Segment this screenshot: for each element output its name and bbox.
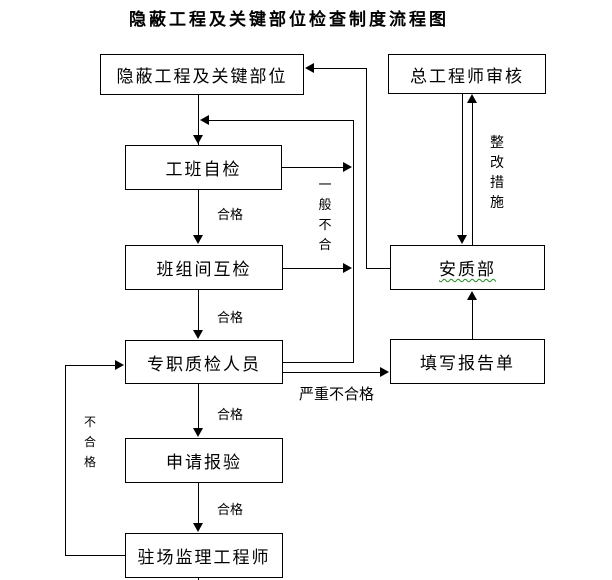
page-title: 隐蔽工程及关键部位检查制度流程图 [129, 10, 449, 29]
node-quality-inspector: 专职质检人员 [125, 340, 283, 384]
connector-chief-down [462, 94, 463, 236]
label-pass-1: 合格 [217, 207, 244, 222]
connector-safety-left [366, 268, 390, 269]
connector-interteam-to-bus [283, 268, 344, 269]
label-pass-2: 合格 [217, 310, 244, 325]
arrowhead-into-inspector-left-icon [115, 360, 124, 370]
node-team-self-check-label: 工班自检 [165, 160, 242, 179]
connector-apply-supervisor [198, 483, 199, 524]
connector-safety-to-hiddenworks [310, 68, 366, 69]
label-severe-fail: 严重不合格 [299, 387, 375, 403]
connector-supervisor-left [65, 555, 125, 556]
node-apply-inspection-label: 申请报验 [166, 453, 242, 472]
connector-supervisor-stub [198, 578, 199, 580]
node-inter-team-check: 班组间互检 [125, 245, 283, 290]
connector-safety-up-to-chief [472, 103, 473, 245]
node-apply-inspection: 申请报验 [125, 438, 283, 483]
connector-inspector-to-bus [283, 362, 354, 363]
arrowhead-into-apply-icon [193, 428, 203, 437]
label-general-fail: 一般不合 [318, 177, 332, 252]
arrowhead-into-inspector-icon [193, 330, 203, 339]
node-hidden-works: 隐蔽工程及关键部位 [100, 54, 304, 95]
arrowhead-into-report-icon [380, 367, 389, 377]
node-chief-engineer-review: 总工程师审核 [388, 54, 546, 94]
label-pass-3: 合格 [217, 407, 244, 422]
connector-safety-up [366, 68, 367, 269]
arrowhead-interteam-bus-icon [343, 263, 352, 273]
connector-rework-top [202, 120, 353, 121]
connector-inspector-report [283, 372, 380, 373]
arrowhead-into-inter-team-icon [193, 235, 203, 244]
node-chief-engineer-review-label: 总工程师审核 [410, 66, 524, 86]
connector-rework-bus [353, 120, 354, 363]
node-fill-report: 填写报告单 [390, 339, 545, 384]
connector-selfcheck-interteam [198, 190, 199, 236]
arrowhead-into-team-self-check-icon [193, 135, 203, 144]
connector-report-safety [472, 299, 473, 339]
connector-interteam-inspector [198, 290, 199, 331]
node-safety-quality-dept: 安质部 [390, 245, 545, 290]
arrowhead-selfcheck-bus-icon [343, 162, 352, 172]
connector-fail-up [65, 365, 66, 556]
label-rectification: 整改措施 [490, 136, 504, 211]
connector-fail-to-inspector [65, 365, 116, 366]
arrowhead-into-chief-icon [467, 94, 477, 103]
connector-inspector-apply [198, 384, 199, 429]
node-quality-inspector-label: 专职质检人员 [147, 354, 261, 374]
node-inter-team-check-label: 班组间互检 [156, 260, 252, 279]
node-site-supervisor: 驻场监理工程师 [125, 533, 283, 578]
connector-hiddenworks-selfcheck [198, 95, 199, 145]
node-team-self-check: 工班自检 [125, 145, 282, 190]
arrowhead-into-safety-bottom-icon [467, 291, 477, 300]
label-pass-4: 合格 [217, 502, 244, 517]
arrowhead-into-safety-top-icon [457, 235, 467, 244]
arrowhead-rework-join-icon [200, 115, 209, 125]
arrowhead-into-supervisor-icon [193, 523, 203, 532]
arrowhead-into-hidden-works-icon [305, 63, 314, 73]
node-hidden-works-label: 隐蔽工程及关键部位 [116, 67, 288, 86]
label-fail: 不合格 [83, 415, 96, 469]
connector-selfcheck-to-bus [282, 167, 344, 168]
node-site-supervisor-label: 驻场监理工程师 [137, 548, 271, 567]
node-safety-quality-dept-label: 安质部 [439, 260, 496, 279]
node-fill-report-label: 填写报告单 [420, 354, 515, 373]
